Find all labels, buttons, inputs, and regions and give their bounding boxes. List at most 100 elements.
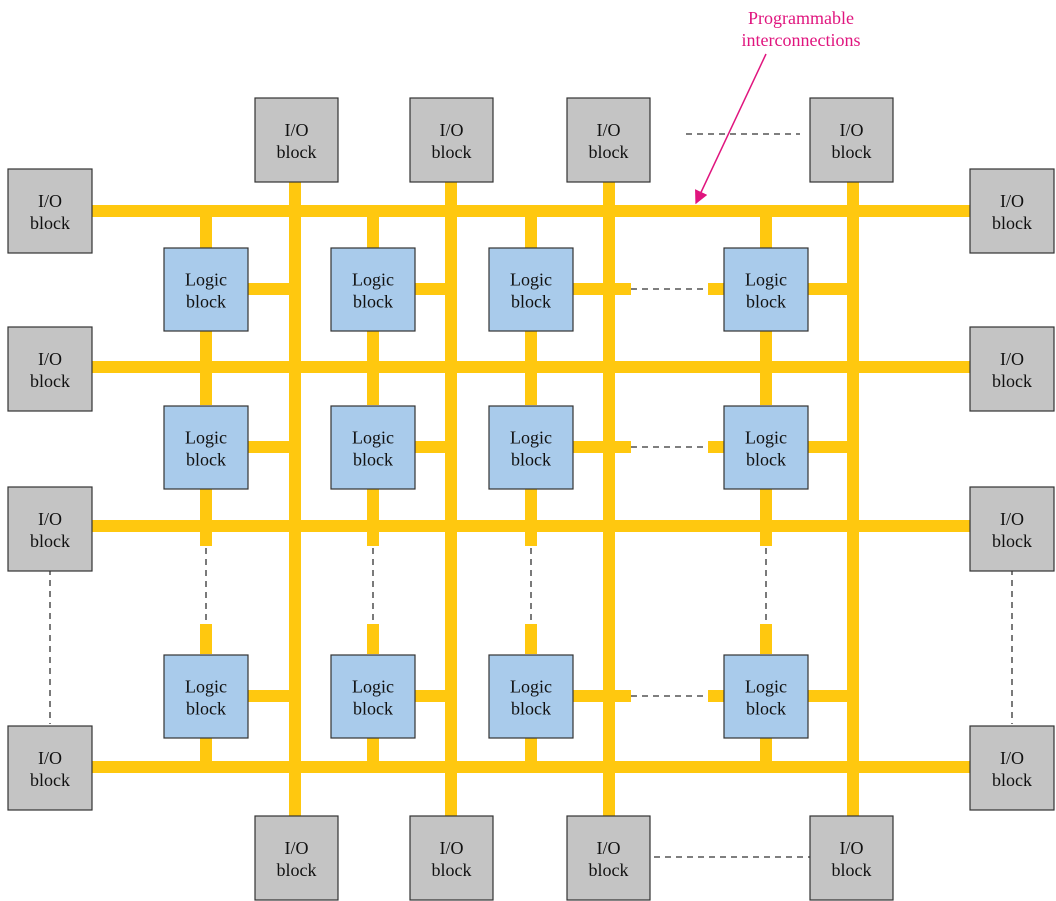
io-block-left-1-box bbox=[7, 168, 93, 254]
interconnect-stub bbox=[808, 690, 859, 702]
io-block-right-3-label-line1: I/O bbox=[1000, 509, 1024, 529]
logic-block-r3-c4-label-line2: block bbox=[746, 699, 786, 719]
logic-block-r2-c2-label-line2: block bbox=[353, 450, 393, 470]
interconnect-stub bbox=[200, 488, 212, 546]
interconnect-stub bbox=[708, 441, 724, 453]
interconnect-stub bbox=[367, 330, 379, 405]
interconnect-stub bbox=[603, 690, 631, 702]
logic-block-r2-c4-label-line1: Logic bbox=[745, 428, 787, 448]
logic-block-r3-c3-label-line1: Logic bbox=[510, 677, 552, 697]
interconnect-stub bbox=[603, 441, 631, 453]
interconnect-stub bbox=[248, 690, 301, 702]
interconnect-stub bbox=[808, 283, 859, 295]
logic-block-r2-c3-label-line2: block bbox=[511, 450, 551, 470]
logic-block-r3-c2-label-line2: block bbox=[353, 699, 393, 719]
interconnect-stub bbox=[200, 737, 212, 767]
io-block-top-1-label-line1: I/O bbox=[285, 120, 309, 140]
logic-block-r1-c2-box bbox=[330, 247, 416, 332]
io-block-right-3-label-line2: block bbox=[992, 531, 1032, 551]
logic-block-r3-c4-box bbox=[723, 654, 809, 739]
interconnect-stub bbox=[415, 283, 457, 295]
interconnect-stub bbox=[200, 330, 212, 405]
io-block-right-1-label-line1: I/O bbox=[1000, 191, 1024, 211]
io-block-left-2-label-line2: block bbox=[30, 371, 70, 391]
logic-block-r2-c1-label-line1: Logic bbox=[185, 428, 227, 448]
io-block-bottom-2-box bbox=[409, 815, 494, 901]
io-block-left-2-box bbox=[7, 326, 93, 412]
io-block-right-4-label-line1: I/O bbox=[1000, 748, 1024, 768]
logic-block-r2-c4-label-line2: block bbox=[746, 450, 786, 470]
io-block-right-4-box bbox=[969, 725, 1055, 811]
io-block-right-1-box bbox=[969, 168, 1055, 254]
io-block-bottom-4-label-line1: I/O bbox=[840, 838, 864, 858]
interconnect-stub bbox=[367, 737, 379, 767]
interconnect-stub bbox=[525, 737, 537, 767]
interconnect-stub bbox=[708, 690, 724, 702]
io-block-right-2-label-line1: I/O bbox=[1000, 349, 1024, 369]
callout-group: Programmable interconnections bbox=[695, 8, 861, 205]
interconnect-stub bbox=[525, 211, 537, 248]
io-block-left-4-box bbox=[7, 725, 93, 811]
logic-block-r1-c3-label-line1: Logic bbox=[510, 270, 552, 290]
interconnect-v-bus-3 bbox=[603, 182, 615, 816]
interconnect-stub bbox=[708, 283, 724, 295]
callout-label-line1: Programmable bbox=[748, 8, 854, 28]
interconnect-stub bbox=[760, 330, 772, 405]
io-block-bottom-4-box bbox=[809, 815, 894, 901]
interconnect-stub bbox=[415, 441, 457, 453]
interconnect-stub bbox=[525, 624, 537, 654]
io-block-top-4-label-line2: block bbox=[832, 142, 872, 162]
io-block-bottom-2-label-line1: I/O bbox=[440, 838, 464, 858]
interconnect-stub bbox=[760, 488, 772, 546]
logic-block-r3-c3-box bbox=[488, 654, 574, 739]
interconnect-v-bus-4 bbox=[847, 182, 859, 816]
io-block-top-2-label-line1: I/O bbox=[440, 120, 464, 140]
io-block-top-4-box bbox=[809, 97, 894, 183]
logic-block-r1-c4-label-line1: Logic bbox=[745, 270, 787, 290]
interconnect-stub bbox=[603, 283, 631, 295]
logic-block-r1-c1-label-line2: block bbox=[186, 292, 226, 312]
continuation-dashes bbox=[49, 133, 1013, 858]
io-block-left-3-label-line2: block bbox=[30, 531, 70, 551]
logic-block-r1-c3-box bbox=[488, 247, 574, 332]
logic-block-r2-c2-label-line1: Logic bbox=[352, 428, 394, 448]
logic-block-r3-c1-box bbox=[163, 654, 249, 739]
interconnect-stub bbox=[525, 488, 537, 546]
io-block-bottom-3-box bbox=[566, 815, 651, 901]
interconnect-v-bus-1 bbox=[289, 182, 301, 816]
logic-block-r2-c3-label-line1: Logic bbox=[510, 428, 552, 448]
io-block-left-4-label-line1: I/O bbox=[38, 748, 62, 768]
interconnect-stub bbox=[760, 624, 772, 654]
interconnect-stub bbox=[760, 737, 772, 767]
interconnect-stub bbox=[760, 211, 772, 248]
interconnect-stub bbox=[808, 441, 859, 453]
interconnect-stub bbox=[248, 441, 301, 453]
logic-block-r2-c3-box bbox=[488, 405, 574, 490]
io-block-left-4-label-line2: block bbox=[30, 770, 70, 790]
callout-label-line2: interconnections bbox=[742, 30, 861, 50]
io-block-right-2-label-line2: block bbox=[992, 371, 1032, 391]
io-block-left-3-label-line1: I/O bbox=[38, 509, 62, 529]
io-block-top-2-box bbox=[409, 97, 494, 183]
io-block-right-2-box bbox=[969, 326, 1055, 412]
logic-block-r2-c4-box bbox=[723, 405, 809, 490]
